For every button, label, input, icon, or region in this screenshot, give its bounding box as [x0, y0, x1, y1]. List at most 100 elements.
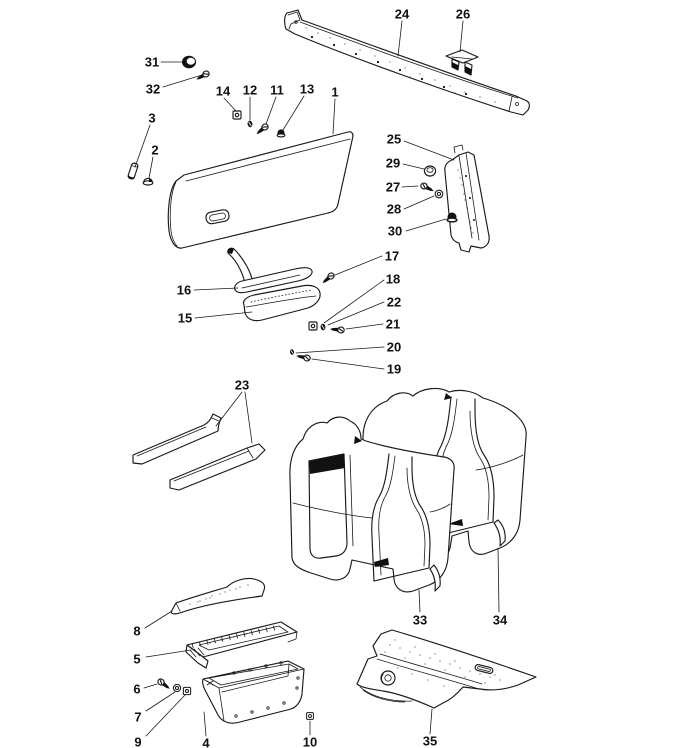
callout-19: 19: [387, 362, 401, 377]
stipple-dot: [479, 96, 481, 98]
stipple-dot: [411, 673, 413, 675]
leader-line-30: [405, 218, 447, 232]
leader-line-6: [143, 683, 158, 689]
stipple-dot: [247, 584, 249, 586]
callout-4: 4: [202, 736, 210, 748]
stipple-dot: [459, 667, 461, 669]
stipple-dot: [464, 91, 466, 93]
callout-34: 34: [493, 613, 508, 628]
part-15-armrest: [242, 284, 321, 322]
stipple-dot: [384, 651, 386, 653]
leader-line-9: [145, 694, 186, 737]
part-8-shelf-trim: [170, 577, 266, 615]
stipple-dot: [245, 633, 247, 635]
stipple-dot: [394, 639, 396, 641]
part-13-stud: [276, 128, 286, 138]
stipple-dot: [317, 32, 319, 34]
part-12-clip: [246, 119, 254, 129]
stipple-dot: [454, 660, 456, 662]
leader-line-11: [265, 96, 277, 125]
part-11-screw: [254, 122, 270, 137]
stipple-dot: [419, 654, 421, 656]
stipple-dot: [197, 601, 199, 603]
leader-line-4: [203, 711, 207, 737]
part-9-square-nut: [182, 686, 192, 696]
stipple-dot: [205, 598, 207, 600]
callout-20: 20: [387, 340, 401, 355]
callout-16: 16: [177, 283, 191, 298]
callout-23: 23: [235, 378, 249, 393]
part-5-frame: [185, 621, 298, 669]
stipple-dot: [470, 227, 472, 229]
stipple-dot: [494, 101, 496, 103]
stipple-dot: [369, 62, 371, 64]
callout-29: 29: [386, 156, 400, 171]
leader-line-22: [327, 301, 385, 326]
stipple-dot: [269, 627, 271, 629]
leader-line-2: [148, 156, 154, 179]
leader-line-3: [134, 124, 151, 168]
leader-line-8: [144, 610, 173, 629]
part-28-ring-nut: [434, 189, 444, 199]
stipple-dot: [419, 73, 421, 75]
part-10-square-nut: [306, 712, 314, 720]
part-27-screw: [419, 181, 436, 195]
hatch-tick: [198, 641, 202, 647]
stipple-dot: [469, 221, 471, 223]
leader-line-20: [295, 346, 385, 354]
stipple-dot: [409, 76, 411, 78]
stipple-dot: [464, 199, 466, 201]
part-33-seatback-panel: [289, 416, 455, 593]
leader-line-5: [145, 649, 192, 658]
leader-line-25: [403, 140, 455, 161]
leader-line-15: [194, 311, 253, 319]
callout-27: 27: [386, 180, 400, 195]
hatch-tick: [191, 643, 194, 649]
part-35-trunk-carpet: [356, 629, 537, 709]
part-22-clip: [319, 322, 327, 332]
leader-line-24: [397, 20, 403, 57]
callout-35: 35: [423, 734, 437, 748]
leader-line-16: [193, 287, 239, 291]
part-32-screw: [194, 69, 211, 83]
hatch-tick: [272, 625, 276, 631]
leader-line-34: [497, 547, 500, 613]
stipple-dot: [443, 685, 445, 687]
stipple-dot: [461, 184, 463, 186]
part-2-fastener: [142, 177, 154, 186]
stipple-dot: [449, 663, 451, 665]
stipple-dot: [459, 689, 461, 691]
part-31-grommet: [182, 55, 196, 69]
leader-line-23: [244, 391, 253, 444]
part-23-sill-strips: [132, 413, 266, 491]
stipple-dot: [404, 657, 406, 659]
stipple-dot: [479, 673, 481, 675]
callout-31: 31: [145, 55, 159, 70]
stipple-dot: [474, 667, 476, 669]
callout-21: 21: [386, 317, 400, 332]
hatch-tick: [228, 635, 231, 641]
hatch-tick: [235, 633, 239, 639]
callout-13: 13: [300, 82, 314, 97]
stipple-dot: [439, 660, 441, 662]
stipple-dot: [459, 177, 461, 179]
part-24-header-rail: [284, 9, 530, 116]
part-21-screw: [329, 325, 346, 334]
leader-line-33: [418, 589, 421, 613]
callout-24: 24: [395, 7, 410, 22]
stipple-dot: [414, 646, 416, 648]
callout-3: 3: [148, 111, 155, 126]
callout-5: 5: [133, 652, 140, 667]
leader-line-28: [403, 195, 435, 210]
part-6-screw: [156, 677, 173, 692]
stipple-dot: [463, 193, 465, 195]
callout-14: 14: [216, 84, 231, 99]
stipple-dot: [257, 630, 259, 632]
hatch-tick: [250, 630, 253, 636]
callout-10: 10: [303, 735, 317, 748]
callout-22: 22: [387, 295, 401, 310]
stipple-dot: [397, 667, 399, 669]
stipple-dot: [389, 644, 391, 646]
stipple-dot: [224, 591, 226, 593]
